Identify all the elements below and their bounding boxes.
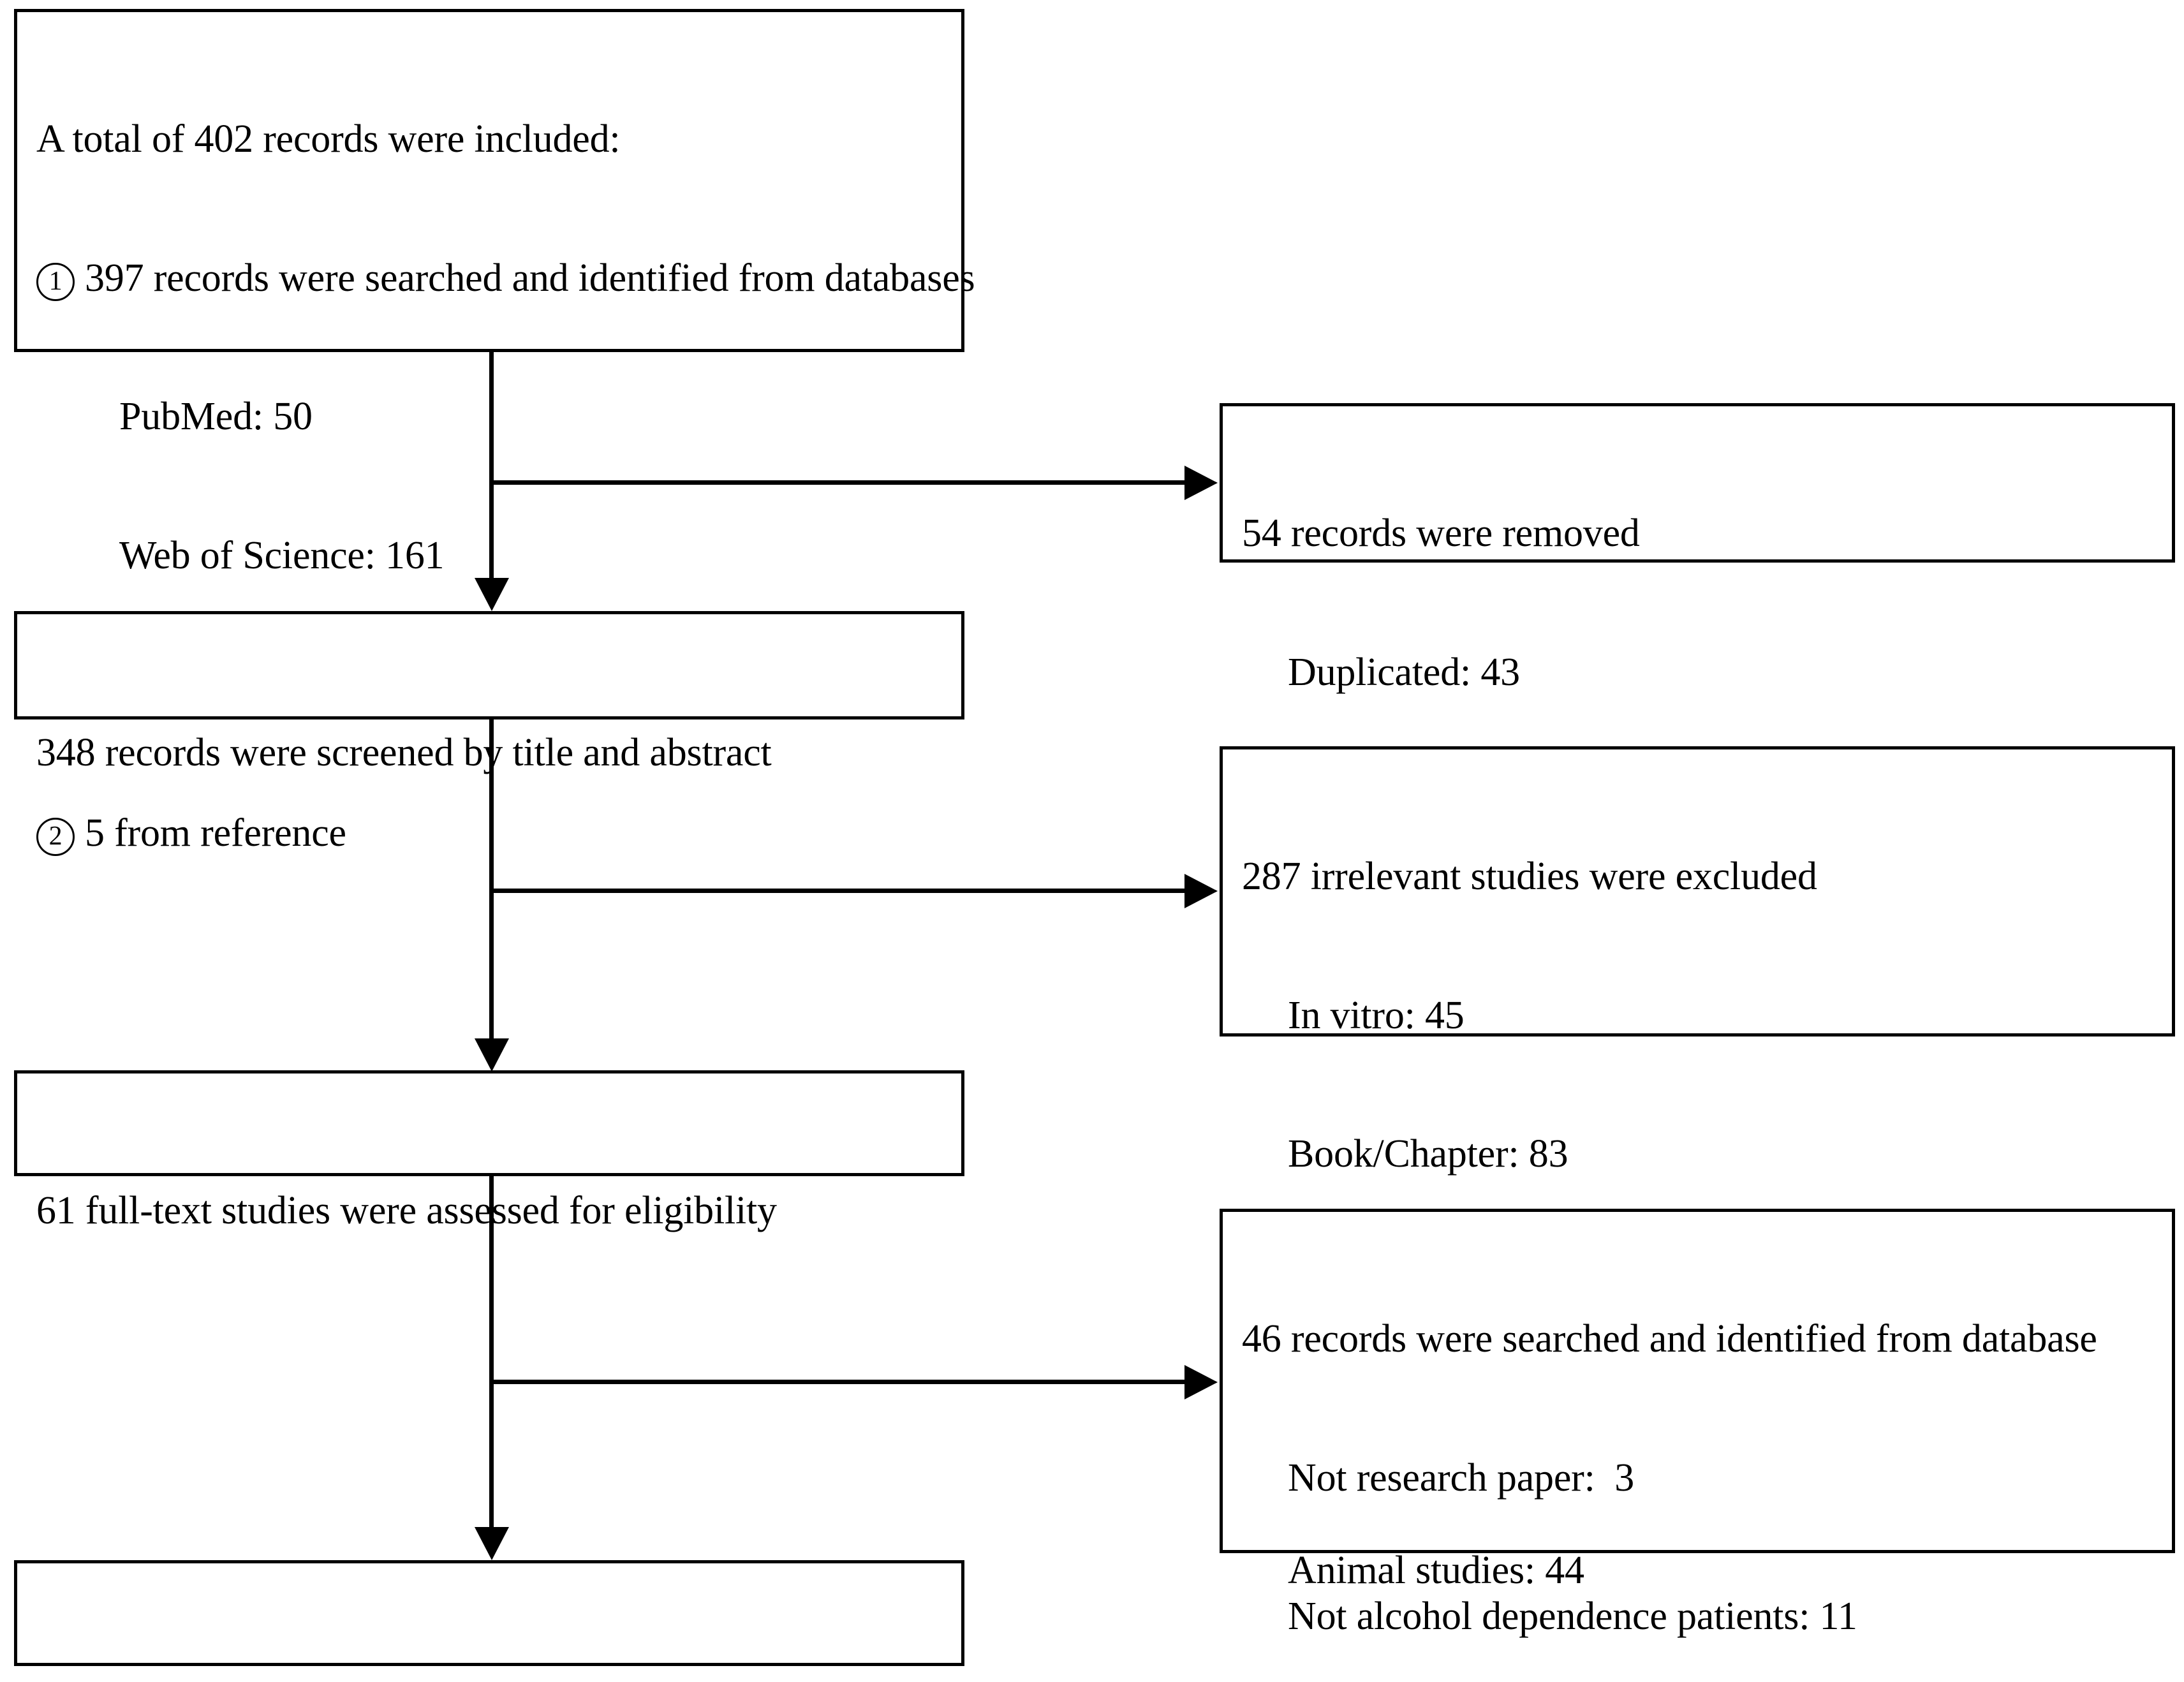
- connector-screening-to-eligibility: [489, 719, 494, 1038]
- removed-item-duplicated: Duplicated: 43: [1288, 650, 1520, 694]
- identification-item-1: 1 397 records were searched and identifie…: [36, 255, 975, 302]
- circled-number-2-icon: 2: [36, 818, 75, 857]
- fulltext-excluded-item-not-research-paper: Not research paper: 3: [1288, 1456, 1635, 1500]
- connector-branch-to-removed: [489, 480, 1184, 485]
- identification-item-web-of-science: Web of Science: 161: [119, 533, 445, 577]
- irrelevant-excluded-box: 287 irrelevant studies were excluded In …: [1220, 746, 2175, 1592]
- arrow-head-down-to-included: [475, 1527, 509, 1560]
- connector-branch-to-fulltext-excluded: [489, 1380, 1184, 1384]
- screening-box: 348 records were screened by title and a…: [14, 611, 964, 774]
- eligibility-heading: 61 full-text studies were assessed for e…: [36, 1189, 777, 1233]
- identification-item-pubmed: PubMed: 50: [119, 395, 313, 439]
- screening-heading: 348 records were screened by title and a…: [36, 731, 772, 775]
- included-box-text: 15 articles were included in this review: [36, 1575, 945, 1682]
- fulltext-excluded-heading: 46 records were searched and identified …: [1242, 1317, 2097, 1361]
- fulltext-excluded-box: 46 records were searched and identified …: [1220, 1209, 2175, 1638]
- connector-branch-to-irrelevant-excluded: [489, 889, 1184, 893]
- screening-box-text: 348 records were screened by title and a…: [36, 626, 945, 869]
- removed-box: 54 records were removed Duplicated: 43 N…: [1220, 403, 2175, 832]
- arrow-head-down-to-eligibility: [475, 1038, 509, 1072]
- removed-heading: 54 records were removed: [1242, 512, 1640, 556]
- identification-item-1-text: 397 records were searched and identified…: [85, 256, 975, 300]
- irrelevant-excluded-item-in-vitro: In vitro: 45: [1288, 993, 1465, 1037]
- identification-heading: A total of 402 records were included:: [36, 117, 621, 161]
- eligibility-box: 61 full-text studies were assessed for e…: [14, 1070, 964, 1232]
- irrelevant-excluded-item-animal-studies: Animal studies: 44: [1288, 1549, 1584, 1593]
- irrelevant-excluded-heading: 287 irrelevant studies were excluded: [1242, 855, 1817, 899]
- circled-number-1-icon: 1: [36, 262, 75, 301]
- fulltext-excluded-item-not-alcohol-dependence: Not alcohol dependence patients: 11: [1288, 1595, 1857, 1639]
- included-heading: 15 articles were included in this review: [36, 1678, 945, 1682]
- arrow-head-right-to-irrelevant-excluded: [1184, 874, 1218, 908]
- connector-eligibility-to-included: [489, 1176, 494, 1527]
- arrow-head-right-to-fulltext-excluded: [1184, 1365, 1218, 1399]
- arrow-head-right-to-removed: [1184, 466, 1218, 500]
- irrelevant-excluded-item-book-chapter: Book/Chapter: 83: [1288, 1132, 1568, 1176]
- arrow-head-down-to-screening: [475, 578, 509, 611]
- fulltext-excluded-box-text: 46 records were searched and identified …: [1242, 1223, 2155, 1682]
- included-box: 15 articles were included in this review: [14, 1560, 964, 1682]
- identification-item-2: 2 5 from reference: [36, 810, 945, 857]
- identification-item-2-text: 5 from reference: [85, 811, 346, 855]
- connector-identification-to-screening: [489, 352, 494, 578]
- eligibility-box-text: 61 full-text studies were assessed for e…: [36, 1085, 945, 1327]
